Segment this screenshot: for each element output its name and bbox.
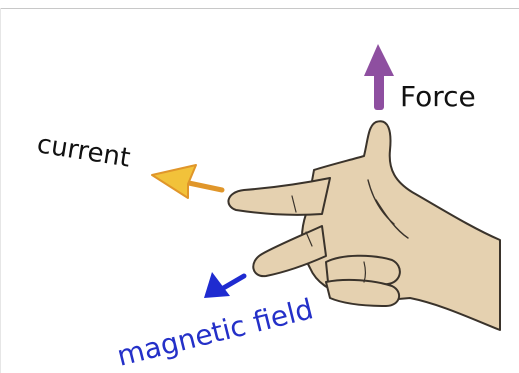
hand-illustration (228, 121, 500, 330)
current-label: current (35, 129, 132, 173)
hand-little-finger (326, 280, 399, 306)
current-arrow-head (152, 165, 196, 198)
force-arrow (364, 44, 394, 110)
current-arrow-shaft (184, 182, 222, 190)
magnetic-field-label: magnetic field (114, 292, 317, 373)
hand-index-finger (228, 178, 330, 215)
force-arrow-head (364, 44, 394, 76)
current-arrow (152, 165, 222, 198)
field-arrow (204, 272, 244, 298)
force-label: Force (400, 80, 476, 113)
